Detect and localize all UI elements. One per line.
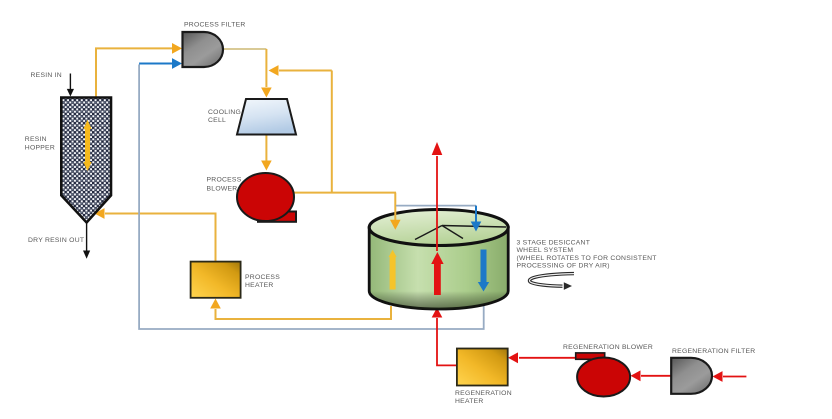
svg-text:REGENERATION: REGENERATION: [455, 390, 512, 397]
svg-text:RESIN IN: RESIN IN: [31, 72, 62, 79]
svg-text:3 STAGE DESICCANT: 3 STAGE DESICCANT: [517, 240, 591, 247]
svg-text:HEATER: HEATER: [455, 398, 484, 405]
svg-text:RESIN: RESIN: [25, 136, 47, 143]
svg-text:REGENERATION BLOWER: REGENERATION BLOWER: [563, 344, 653, 351]
svg-text:(WHEEL ROTATES TO FOR CONSISTE: (WHEEL ROTATES TO FOR CONSISTENT: [517, 255, 657, 262]
svg-text:PROCESS: PROCESS: [207, 176, 242, 183]
svg-text:HOPPER: HOPPER: [25, 144, 55, 151]
svg-text:PROCESS FILTER: PROCESS FILTER: [184, 22, 246, 29]
svg-text:COOLING: COOLING: [208, 109, 241, 116]
svg-text:WHEEL SYSTEM: WHEEL SYSTEM: [517, 247, 574, 254]
svg-text:DRY RESIN OUT: DRY RESIN OUT: [28, 237, 84, 244]
svg-text:PROCESSING OF DRY AIR): PROCESSING OF DRY AIR): [517, 263, 610, 270]
svg-text:HEATER: HEATER: [245, 282, 274, 289]
svg-text:CELL: CELL: [208, 117, 226, 124]
svg-text:REGENERATION FILTER: REGENERATION FILTER: [672, 348, 755, 355]
svg-text:PROCESS: PROCESS: [245, 274, 280, 281]
svg-text:BLOWER: BLOWER: [207, 185, 238, 192]
